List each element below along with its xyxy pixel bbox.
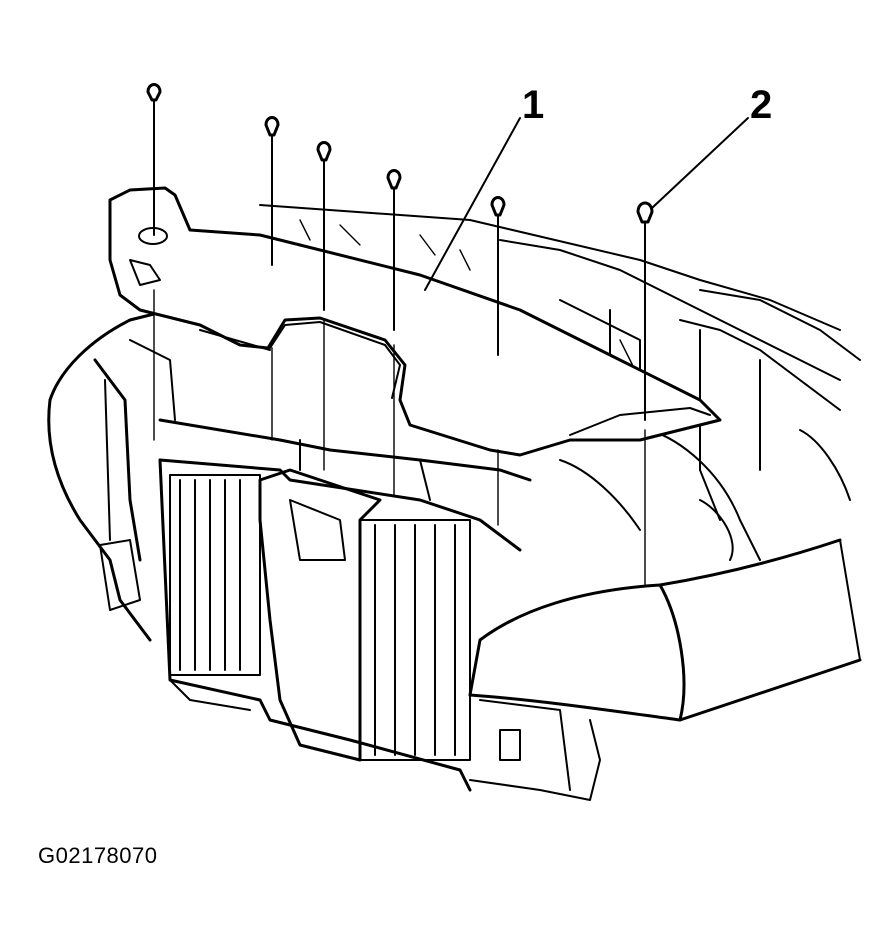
sight-shield-cover — [108, 186, 722, 457]
callout-2-label: 2 — [750, 83, 772, 127]
left-headlamp-assembly — [47, 308, 176, 642]
fastener-pin — [490, 196, 506, 526]
fastener-pin — [636, 201, 654, 586]
fastener-pin — [386, 169, 402, 496]
callout-leaders — [424, 117, 749, 291]
fastener-pin — [264, 116, 280, 441]
callout-1-label: 1 — [522, 83, 544, 127]
fastener-pin — [146, 83, 162, 441]
fastener-pins — [146, 83, 654, 586]
fastener-pin — [316, 141, 332, 471]
figure-id: G02178070 — [38, 843, 158, 868]
radiator-support-frame — [158, 458, 601, 801]
lower-crossmember — [158, 418, 532, 501]
right-headlamp-assembly — [468, 538, 862, 722]
